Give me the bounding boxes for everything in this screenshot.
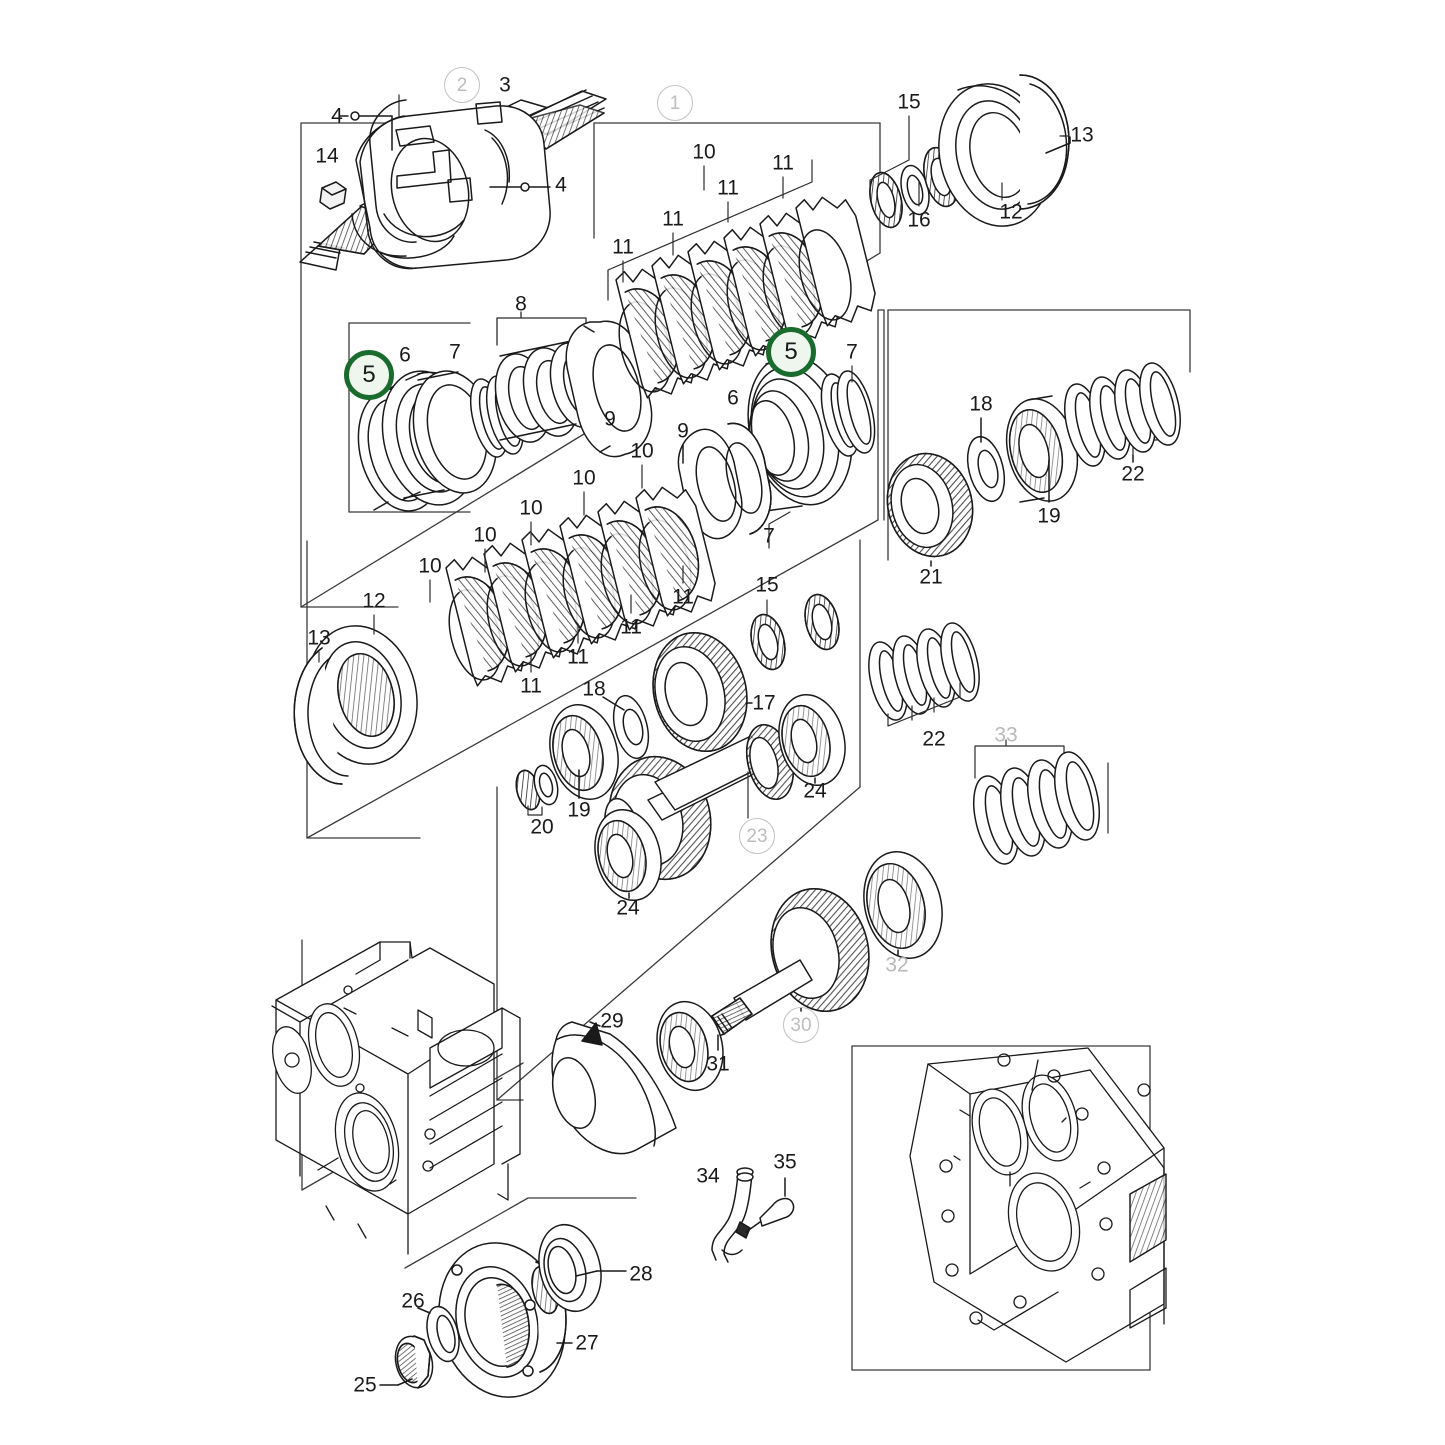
part-17-gear	[652, 631, 753, 753]
part-19b-ball-bearing	[549, 703, 619, 801]
callout-15: 15	[897, 90, 921, 114]
callout-7: 7	[449, 340, 461, 364]
callout-10: 10	[692, 140, 716, 164]
callout-10: 10	[572, 466, 596, 490]
callout-33: 33	[994, 723, 1018, 747]
part-21-gear	[886, 452, 974, 567]
callout-circle-30[interactable]: 30	[783, 1007, 819, 1043]
clutch-pack-lower	[429, 464, 716, 687]
callout-10: 10	[519, 496, 543, 520]
part-24a-bearing	[778, 693, 846, 787]
callout-4: 4	[331, 104, 343, 128]
callout-34: 34	[696, 1164, 720, 1188]
callout-15: 15	[755, 573, 779, 597]
callout-11: 11	[620, 615, 642, 639]
part-2-clutch-housing	[351, 99, 551, 270]
callout-19: 19	[567, 798, 591, 822]
part-25-nut	[379, 1335, 434, 1389]
part-35-clip	[745, 1177, 795, 1233]
part-22a-shims	[1064, 362, 1181, 467]
callout-28: 28	[629, 1262, 653, 1286]
part-15b-roller-bearings	[750, 593, 840, 671]
callout-24: 24	[616, 896, 640, 920]
part-34-breather-tube	[711, 1167, 754, 1263]
callout-11: 11	[612, 235, 634, 259]
part-32-bearing	[863, 851, 943, 959]
callout-13: 13	[1070, 123, 1094, 147]
callout-highlight-5[interactable]: 5	[766, 327, 816, 377]
callout-22: 22	[1121, 462, 1145, 486]
callout-11: 11	[567, 645, 589, 669]
clutch-pack-upper	[607, 159, 876, 399]
callout-16: 16	[907, 208, 931, 232]
part-14-key	[319, 181, 347, 210]
callout-11: 11	[520, 674, 542, 698]
callout-6: 6	[727, 386, 739, 410]
callout-6: 6	[399, 343, 411, 367]
callout-17: 17	[752, 691, 776, 715]
callout-35: 35	[773, 1150, 797, 1174]
part-29-cover	[551, 1021, 677, 1155]
callout-27: 27	[575, 1331, 599, 1355]
callout-11: 11	[772, 151, 794, 175]
callout-12: 12	[999, 200, 1023, 224]
part-24b-bearing	[594, 808, 662, 902]
callout-20: 20	[530, 815, 554, 839]
callout-21: 21	[919, 565, 943, 589]
callout-9: 9	[604, 407, 616, 431]
callout-18: 18	[969, 392, 993, 416]
callout-9: 9	[677, 419, 689, 443]
callout-26: 26	[401, 1289, 425, 1313]
part-18a-washer	[966, 417, 1006, 503]
callout-32: 32	[885, 953, 909, 977]
callout-11: 11	[672, 585, 694, 609]
part-18b-washer	[602, 694, 650, 760]
part-33-shims	[972, 751, 1101, 865]
callout-circle-23[interactable]: 23	[739, 818, 775, 854]
callout-11: 11	[717, 176, 739, 200]
part-20-small-bearing	[515, 764, 559, 816]
transmission-case-left	[271, 941, 521, 1255]
callout-25: 25	[353, 1373, 377, 1397]
part-26-washer	[417, 1305, 460, 1363]
callout-10: 10	[630, 439, 654, 463]
callout-10: 10	[473, 523, 497, 547]
callout-29: 29	[600, 1009, 624, 1033]
callout-12: 12	[362, 589, 386, 613]
part-7b-snap-ring	[768, 365, 876, 549]
callout-11: 11	[662, 207, 684, 231]
callout-circle-2[interactable]: 2	[444, 67, 480, 103]
callout-24: 24	[803, 779, 827, 803]
callout-19: 19	[1037, 504, 1061, 528]
part-22b-shims	[868, 622, 980, 727]
callout-31: 31	[706, 1052, 730, 1076]
callout-7: 7	[763, 524, 775, 548]
callout-circle-1[interactable]: 1	[657, 85, 693, 121]
callout-7: 7	[846, 340, 858, 364]
transmission-case-right	[909, 1047, 1167, 1363]
part-28-seal	[538, 1223, 627, 1313]
callout-4: 4	[555, 173, 567, 197]
part-12-13-seal	[938, 74, 1071, 227]
callout-22: 22	[922, 727, 946, 751]
callout-3: 3	[499, 73, 511, 97]
callout-18: 18	[582, 677, 606, 701]
callout-8: 8	[515, 292, 527, 316]
callout-10: 10	[418, 554, 442, 578]
callout-14: 14	[315, 144, 339, 168]
part-19a-ball-bearing	[1005, 395, 1079, 503]
callout-13: 13	[307, 626, 331, 650]
part-4-pin-markers	[339, 111, 551, 192]
part-12b-13b-seal	[293, 614, 418, 785]
part-31-bearing	[656, 1000, 724, 1092]
callout-highlight-5[interactable]: 5	[344, 350, 394, 400]
